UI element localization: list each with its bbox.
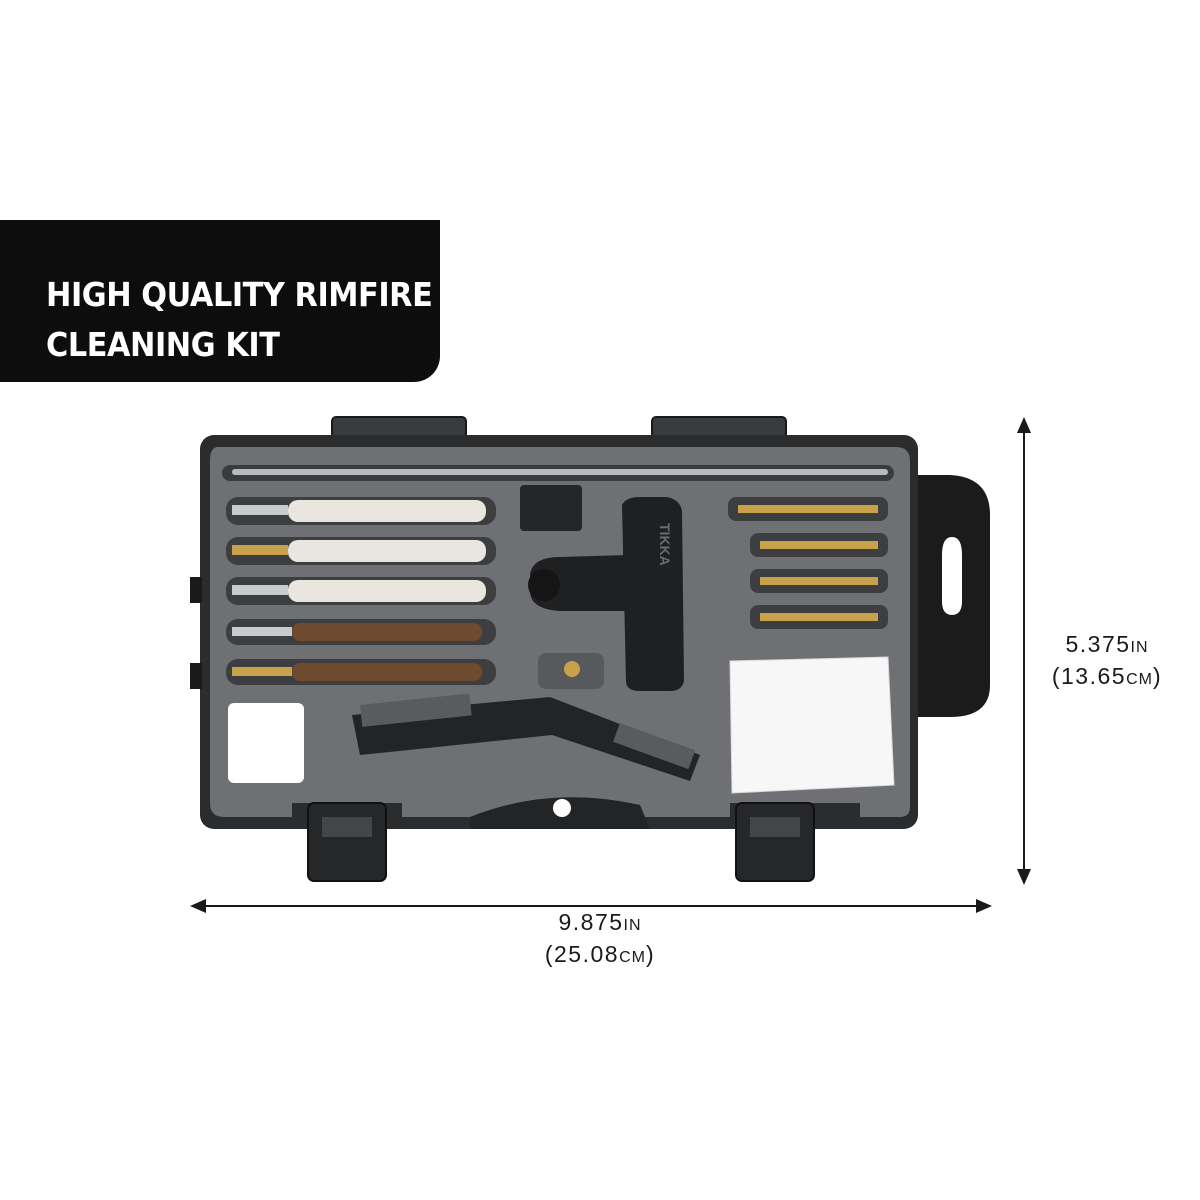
- height-dimension-label: 5.375IN (13.65CM): [1032, 630, 1182, 694]
- banner-title-line-2: CLEANING KIT: [46, 325, 280, 364]
- height-metric: (13.65CM): [1051, 663, 1163, 689]
- height-imperial: 5.375IN: [1065, 631, 1149, 657]
- cotton-mops: [226, 497, 496, 605]
- t-handle: [622, 497, 684, 691]
- hang-hole: [942, 537, 962, 615]
- bottom-latch-left: [307, 802, 387, 882]
- title-banner: HIGH QUALITY RIMFIRE CLEANING KIT: [0, 220, 440, 382]
- handle-brand-text: TIKKA: [657, 523, 673, 566]
- width-dimension-label: 9.875IN (25.08CM): [480, 908, 720, 972]
- banner-title-line-1: HIGH QUALITY RIMFIRE: [46, 275, 433, 314]
- cleaning-kit-case-image: TIKKA: [190, 416, 990, 882]
- bronze-brushes: [226, 619, 496, 685]
- bottom-latch-right: [735, 802, 815, 882]
- cleaning-patch-small: [228, 703, 304, 783]
- cleaning-patches-large: [729, 656, 895, 794]
- width-imperial: 9.875IN: [558, 909, 642, 935]
- width-dimension-arrow: [190, 899, 992, 913]
- brass-jags: [728, 497, 888, 629]
- height-dimension-arrow: [1017, 417, 1031, 885]
- utility-brush: [352, 693, 700, 781]
- width-metric: (25.08CM): [544, 941, 656, 967]
